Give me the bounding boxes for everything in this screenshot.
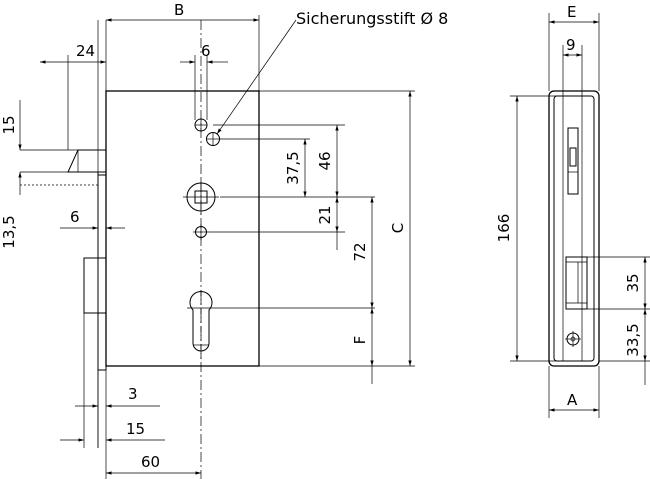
side-latch: [567, 127, 579, 195]
dim-6-left-label: 6: [70, 208, 80, 226]
dim-60-label: 60: [141, 453, 160, 471]
security-pin-sicherungsstift: [206, 132, 220, 146]
side-deadbolt: [565, 256, 588, 310]
dim-15-label: 15: [0, 115, 18, 134]
dim-24-label: 24: [76, 42, 95, 60]
dim-E-label: E: [567, 3, 576, 21]
dim-6-top-label: 6: [201, 42, 211, 60]
front-view: [67, 20, 260, 479]
side-screw: [565, 331, 581, 347]
dim-35-label: 35: [624, 273, 642, 292]
callout-sicherungsstift: Sicherungsstift Ø 8: [296, 9, 448, 28]
faceplate: [97, 174, 107, 371]
dim-37-5-label: 37,5: [284, 151, 302, 184]
dim-B-label: B: [174, 1, 184, 19]
dim-21-label: 21: [316, 205, 334, 224]
dim-46-label: 46: [316, 151, 334, 170]
side-body-outer: [548, 90, 600, 367]
dim-C-label: C: [389, 223, 407, 233]
side-dimensions: E 9 166 35 33,5 A: [495, 3, 650, 418]
dim-13-5-label: 13,5: [0, 215, 18, 248]
dim-F-label: F: [351, 336, 369, 345]
dim-33-5-label: 33,5: [624, 323, 642, 356]
dim-A-label: A: [567, 391, 578, 409]
dim-3-label: 3: [128, 385, 138, 403]
front-dimensions: B 24 6 15 13,5 6 37,5: [0, 1, 448, 475]
dim-72-label: 72: [351, 242, 369, 261]
dim-9-label: 9: [566, 36, 576, 54]
side-view: [548, 90, 600, 367]
latch-bolt: [67, 149, 106, 230]
dim-15-bottom-label: 15: [126, 420, 145, 438]
faceplate-lower: [83, 257, 107, 314]
dim-166-label: 166: [495, 214, 513, 243]
side-body-inner: [553, 95, 595, 362]
lock-case: [105, 90, 260, 367]
